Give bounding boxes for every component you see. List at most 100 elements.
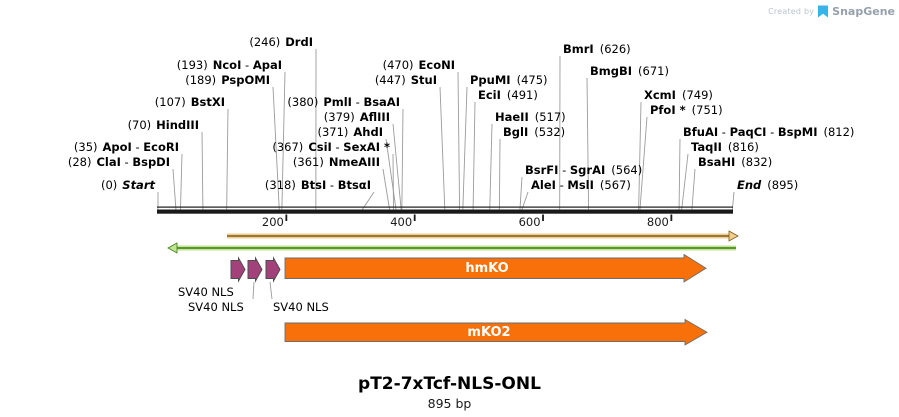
enzyme-name: AleI [531, 178, 556, 192]
enzyme-label-taqii[interactable]: TaqII(816) [691, 140, 759, 154]
gene-arrow-mko2[interactable]: mKO2 [284, 318, 708, 346]
enzyme-position: (532) [534, 125, 565, 139]
site-connector-bfuai [678, 138, 681, 211]
enzyme-position: (0) [101, 178, 117, 192]
enzyme-name: TaqII [691, 140, 722, 154]
enzyme-name: SgrAI [570, 163, 605, 177]
enzyme-position: (832) [741, 155, 772, 169]
enzyme-label-haeii[interactable]: HaeII(517) [495, 110, 566, 124]
forward-span-arrow[interactable] [227, 230, 739, 242]
ruler-tick-label-600: 600 [519, 215, 541, 229]
enzyme-label-ecii[interactable]: EciI (491) [478, 88, 538, 102]
enzyme-label-pmli-bsaai[interactable]: (380)PmlI - BsaAI [287, 95, 400, 109]
enzyme-label-pspomi[interactable]: (189)PspOMI [185, 73, 270, 87]
enzyme-label-bmgbi[interactable]: BmgBI(671) [590, 64, 669, 78]
enzyme-name: BglI [503, 125, 528, 139]
enzyme-position: (475) [517, 73, 548, 87]
sequence-line-thin [157, 206, 733, 208]
enzyme-position: (28) [68, 155, 92, 169]
enzyme-label-ahdi[interactable]: (371)AhdI [317, 125, 383, 139]
gene-arrow-shape-hmko[interactable] [284, 253, 707, 283]
site-connector-bsahi [691, 168, 696, 211]
enzyme-label-csii-sexai[interactable]: (367)CsiI - SexAI * [272, 140, 390, 154]
site-connector-stui [439, 86, 446, 211]
enzyme-name: ApoI [103, 140, 132, 154]
enzyme-position: (751) [692, 103, 723, 117]
enzyme-label-end[interactable]: End(895) [737, 178, 798, 192]
enzyme-label-bmri[interactable]: BmrI(626) [563, 42, 631, 56]
enzyme-label-bgli[interactable]: BglI (532) [503, 125, 565, 139]
site-connector-ncoi [281, 71, 286, 211]
enzyme-label-nmeaiii[interactable]: (361)NmeAIII [293, 155, 380, 169]
gene-arrow-shape-mko2[interactable] [284, 318, 708, 346]
reverse-span-arrow[interactable] [167, 242, 736, 254]
site-connector-ahdi [385, 138, 397, 211]
snapgene-logo-icon [818, 5, 829, 18]
enzyme-label-clai-bspdi[interactable]: (28)ClaI - BspDI [68, 155, 170, 169]
sv40-nls-label-3[interactable]: SV40 NLS [273, 300, 329, 314]
enzyme-label-alei-msli[interactable]: AleI - MslI(567) [531, 178, 631, 192]
enzyme-position: (361) [293, 155, 324, 169]
site-connector-haeii [489, 123, 493, 211]
enzyme-position: (491) [507, 88, 538, 102]
enzyme-label-separator: - [326, 178, 337, 192]
enzyme-position: (70) [128, 118, 152, 132]
ruler-tick-400 [413, 214, 416, 221]
enzyme-label-separator: - [121, 155, 132, 169]
site-connector-taqii [681, 153, 689, 211]
sv40-nls-label-1[interactable]: SV40 NLS [178, 285, 234, 299]
sv40-nls-arrow-1[interactable] [230, 256, 246, 283]
enzyme-label-stui[interactable]: (447)StuI [375, 73, 437, 87]
site-connector-pfoi [639, 116, 648, 211]
enzyme-label-bsahi[interactable]: BsaHI(832) [698, 155, 772, 169]
enzyme-label-pfoi[interactable]: PfoI * (751) [650, 103, 723, 117]
site-connector-csii [392, 153, 394, 211]
enzyme-label-ppumi[interactable]: PpuMI(475) [470, 73, 548, 87]
enzyme-label-afliii[interactable]: (379)AflIII [324, 110, 390, 124]
enzyme-name: BfuAI [683, 125, 718, 139]
enzyme-position: (749) [682, 88, 713, 102]
enzyme-label-ncoi-apai[interactable]: (193)NcoI - ApaI [177, 58, 282, 72]
enzyme-name: AflIII [360, 110, 390, 124]
sv40-nls-label-2[interactable]: SV40 NLS [188, 300, 244, 314]
enzyme-position: (189) [185, 73, 216, 87]
enzyme-position: (812) [824, 125, 855, 139]
sequence-line-bar [157, 209, 733, 214]
ruler-tick-800 [670, 214, 673, 221]
site-connector-pspomi [272, 86, 280, 211]
enzyme-label-bsrfi-sgrai[interactable]: BsrFI - SgrAI(564) [525, 163, 642, 177]
site-connector-bmgbi [586, 77, 590, 211]
enzyme-name: BspDI [132, 155, 170, 169]
enzyme-name: BmrI [563, 42, 594, 56]
enzyme-name: PfoI * [650, 103, 686, 117]
enzyme-name: EciI [478, 88, 501, 102]
sv40-nls-arrow-3[interactable] [265, 256, 281, 283]
watermark: Created by SnapGene [768, 5, 895, 18]
sv40-nls-arrow-2[interactable] [247, 256, 263, 283]
enzyme-label-bfuai-paqci-bspmi[interactable]: BfuAI - PaqCI - BspMI(812) [683, 125, 854, 139]
site-connector-afliii [392, 123, 402, 211]
enzyme-label-hindiii[interactable]: (70)HindIII [128, 118, 199, 132]
enzyme-label-btsi-bts-i[interactable]: (318)BtsI - BtsαI [265, 178, 371, 192]
enzyme-label-drdi[interactable]: (246)DrdI [249, 35, 313, 49]
enzyme-position: (447) [375, 73, 406, 87]
nls-label-connector-1 [252, 281, 255, 300]
enzyme-name: EcoRI [143, 140, 179, 154]
ruler-tick-200 [285, 214, 288, 221]
enzyme-name: NcoI [213, 58, 242, 72]
site-connector-econi [457, 71, 461, 211]
enzyme-position: (564) [611, 163, 642, 177]
enzyme-label-bstxi[interactable]: (107)BstXI [155, 95, 225, 109]
enzyme-label-start[interactable]: (0)Start [101, 178, 156, 192]
gene-arrow-hmko[interactable]: hmKO [284, 253, 707, 283]
site-connector-nmeaiii [382, 168, 391, 211]
enzyme-name: BsrFI [525, 163, 558, 177]
enzyme-label-xcmi[interactable]: XcmI(749) [644, 88, 713, 102]
enzyme-name: PmlI [323, 95, 352, 109]
enzyme-label-econi[interactable]: (470)EcoNI [383, 58, 455, 72]
enzyme-label-apoi-ecori[interactable]: (35)ApoI - EcoRI [74, 140, 179, 154]
site-connector-bsrfi [519, 176, 523, 211]
enzyme-label-separator: - [132, 140, 143, 154]
ruler-tick-label-400: 400 [390, 215, 412, 229]
site-connector-clai [172, 168, 177, 211]
